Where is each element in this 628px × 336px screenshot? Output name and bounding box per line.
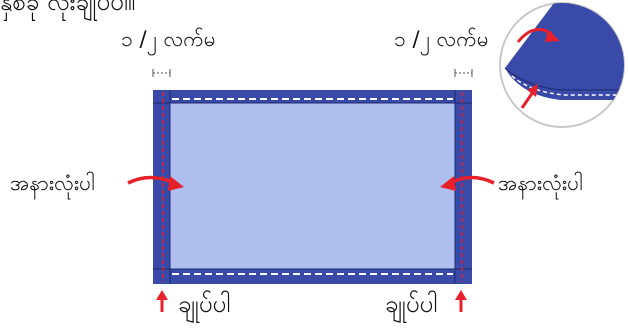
right-inside-arrow-icon xyxy=(440,175,495,191)
right-inside-label: အနားလုံးပါ xyxy=(498,171,583,195)
left-sew-label: ချုပ်ပါ xyxy=(178,290,231,318)
left-inside-arrow-icon xyxy=(127,175,184,191)
fabric-panel xyxy=(153,90,472,284)
right-margin-bracket xyxy=(454,69,473,77)
left-inside-label: အနားလုံးပါ xyxy=(10,171,95,195)
left-sew-arrow-icon xyxy=(156,290,168,312)
right-margin-label: ၁ /၂ လက်မ xyxy=(394,27,489,51)
left-margin-label: ၁ /၂ လက်မ xyxy=(121,27,216,51)
right-sew-label: ချုပ်ပါ xyxy=(385,290,438,318)
left-margin-bracket xyxy=(152,69,171,77)
fold-detail-inset xyxy=(499,2,625,128)
right-sew-arrow-icon xyxy=(455,290,467,312)
heading: နှစ်ခု လိုးချုပ်ပါ။ xyxy=(0,0,136,16)
